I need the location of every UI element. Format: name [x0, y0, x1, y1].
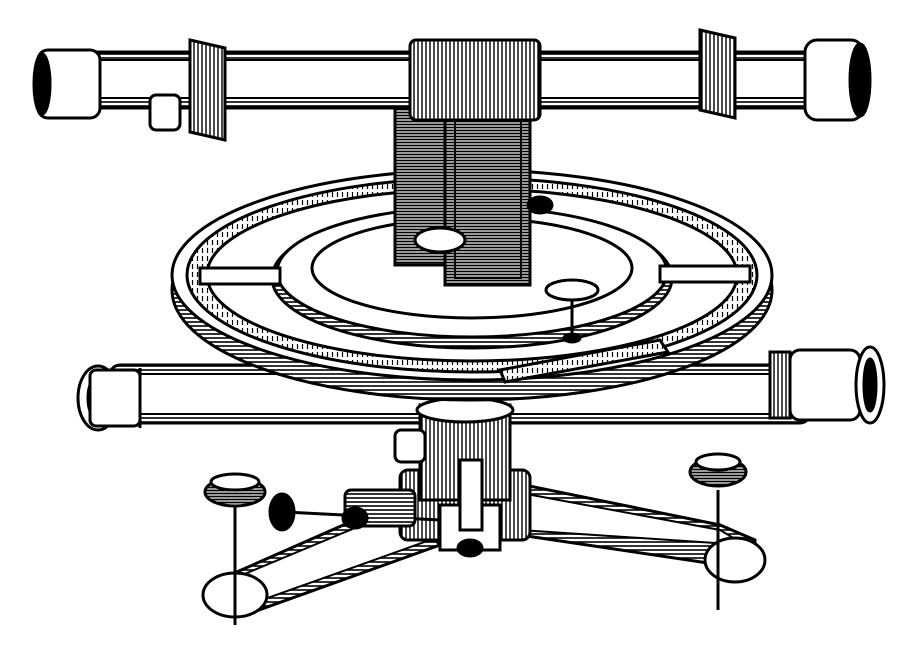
upper-telescope	[32, 28, 872, 142]
leveling-screw-left	[203, 472, 267, 625]
leveling-screw-right	[688, 452, 748, 610]
clamp-screw	[268, 488, 441, 532]
vertical-axis	[393, 396, 515, 532]
